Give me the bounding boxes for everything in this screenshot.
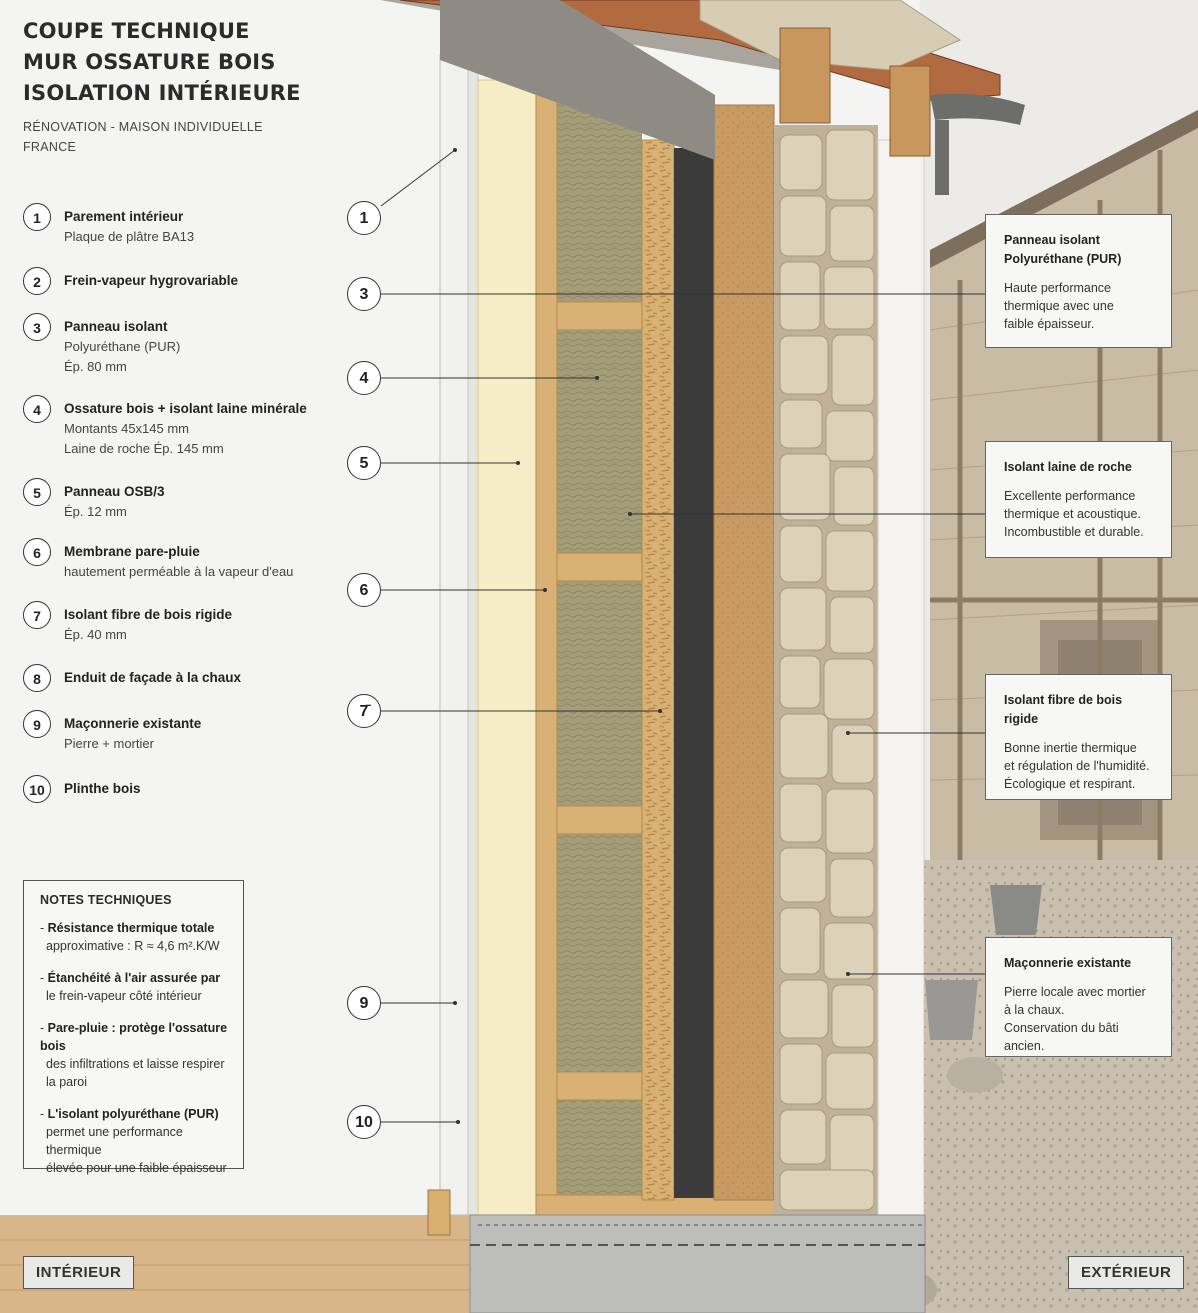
roof bbox=[380, 0, 1025, 195]
info-line: Excellente performance bbox=[1004, 489, 1136, 503]
layer-wood-fibre bbox=[713, 104, 775, 1201]
interior-tag: INTÉRIEUR bbox=[23, 1256, 135, 1289]
stone-blocks bbox=[779, 129, 875, 1211]
layer-pur-panel bbox=[477, 79, 537, 1216]
legend-detail: Plaque de plâtre BA13 bbox=[64, 229, 195, 244]
title-line-2: MUR OSSATURE BOIS bbox=[23, 50, 276, 74]
note-text: des infiltrations et laisse respirer bbox=[46, 1057, 225, 1071]
info-title: Panneau isolant bbox=[1004, 233, 1100, 247]
info-line: et régulation de l'humidité. bbox=[1004, 759, 1150, 773]
info-line: Haute performance bbox=[1004, 281, 1112, 295]
legend-detail: Polyuréthane (PUR) bbox=[64, 339, 181, 354]
note-item: - Résistance thermique totale approximat… bbox=[40, 919, 233, 955]
title-line-3: ISOLATION INTÉRIEURE bbox=[23, 81, 301, 105]
info-line: Pierre locale avec mortier bbox=[1004, 985, 1146, 999]
info-line: à la chaux. bbox=[1004, 1003, 1065, 1017]
info-line: Bonne inertie thermique bbox=[1004, 741, 1137, 755]
note-lead: Pare-pluie : protège l'ossature bois bbox=[40, 1021, 228, 1053]
foundation-slab bbox=[469, 1214, 926, 1313]
legend-number: 3 bbox=[23, 313, 51, 341]
legend-title: Enduit de façade à la chaux bbox=[64, 670, 242, 685]
layer-lime-render bbox=[877, 139, 925, 1216]
legend-number: 6 bbox=[23, 538, 51, 566]
callout-4: 4 bbox=[347, 361, 381, 395]
callout-10: 10 bbox=[347, 1105, 381, 1139]
exterior-tag: EXTÉRIEUR bbox=[1068, 1256, 1185, 1289]
info-line: faible épaisseur. bbox=[1004, 317, 1095, 331]
callout-9: 9 bbox=[347, 986, 381, 1020]
note-text: permet une performance thermique bbox=[46, 1125, 183, 1157]
timber-noggings bbox=[535, 301, 777, 1216]
title-block: COUPE TECHNIQUE MUR OSSATURE BOIS ISOLAT… bbox=[23, 16, 301, 157]
info-box-rockwool: Isolant laine de roche Excellente perfor… bbox=[985, 441, 1172, 558]
info-line: thermique avec une bbox=[1004, 299, 1114, 313]
note-lead: Étanchéité à l'air assurée par bbox=[47, 971, 221, 985]
note-text: élevée pour une faible épaisseur bbox=[46, 1161, 227, 1175]
note-text: approximative : R ≈ 4,6 m².K/W bbox=[46, 939, 220, 953]
technical-notes-box: NOTES TECHNIQUES - Résistance thermique … bbox=[23, 880, 244, 1175]
layer-membrane bbox=[674, 148, 714, 1198]
title-line-1: COUPE TECHNIQUE bbox=[23, 19, 250, 43]
legend-detail: Montants 45x145 mm bbox=[64, 421, 190, 436]
legend-number: 4 bbox=[23, 395, 51, 423]
legend-title: Frein-vapeur hygrovariable bbox=[64, 273, 239, 288]
info-box-pur: Panneau isolant Polyuréthane (PUR) Haute… bbox=[985, 214, 1172, 348]
info-line: thermique et acoustique. bbox=[1004, 507, 1141, 521]
legend-detail: Ép. 40 mm bbox=[64, 627, 127, 642]
legend-number: 7 bbox=[23, 601, 51, 629]
legend-title: Membrane pare-pluie bbox=[64, 544, 200, 559]
info-title: Polyuréthane (PUR) bbox=[1004, 252, 1122, 266]
note-text: la paroi bbox=[46, 1075, 87, 1089]
note-text: le frein-vapeur côté intérieur bbox=[46, 989, 202, 1003]
legend-detail: hautement perméable à la vapeur d'eau bbox=[64, 564, 294, 579]
info-line: Écologique et respirant. bbox=[1004, 777, 1136, 791]
legend-detail: Pierre + mortier bbox=[64, 736, 154, 751]
info-box-wood-fibre: Isolant fibre de bois rigide Bonne inert… bbox=[985, 674, 1172, 800]
notes-heading: NOTES TECHNIQUES bbox=[40, 893, 172, 907]
legend-title: Panneau isolant bbox=[64, 319, 168, 334]
callout-5: 5 bbox=[347, 446, 381, 480]
legend-title: Ossature bois + isolant laine minérale bbox=[64, 401, 307, 416]
legend-number: 9 bbox=[23, 710, 51, 738]
note-item: - Étanchéité à l'air assurée par le frei… bbox=[40, 969, 233, 1005]
legend-number: 8 bbox=[23, 664, 51, 692]
legend-number: 5 bbox=[23, 478, 51, 506]
timber-stud-left bbox=[535, 89, 558, 1211]
leader-lines bbox=[380, 149, 985, 1123]
callout-3: 3 bbox=[347, 277, 381, 311]
layer-rockwool bbox=[557, 100, 642, 1200]
legend-number: 1 bbox=[23, 203, 51, 231]
note-lead: L'isolant polyuréthane (PUR) bbox=[47, 1107, 219, 1121]
note-item: - L'isolant polyuréthane (PUR) permet un… bbox=[40, 1105, 233, 1177]
layer-vapour-barrier bbox=[467, 69, 479, 1216]
legend-detail: Ép. 12 mm bbox=[64, 504, 127, 519]
legend-title: Isolant fibre de bois rigide bbox=[64, 607, 233, 622]
legend-number: 10 bbox=[23, 775, 51, 803]
info-line: Conservation du bâti ancien. bbox=[1004, 1021, 1119, 1053]
info-line: Incombustible et durable. bbox=[1004, 525, 1144, 539]
info-title: Isolant fibre de bois rigide bbox=[1004, 693, 1123, 726]
info-box-masonry: Maçonnerie existante Pierre locale avec … bbox=[985, 937, 1172, 1057]
info-title: Maçonnerie existante bbox=[1004, 956, 1132, 970]
layer-osb bbox=[641, 139, 675, 1201]
legend-title: Plinthe bois bbox=[64, 781, 141, 796]
info-title: Isolant laine de roche bbox=[1004, 460, 1132, 474]
legend-detail: Ép. 80 mm bbox=[64, 359, 127, 374]
legend-title: Parement intérieur bbox=[64, 209, 184, 224]
callout-7: 7̄ bbox=[347, 694, 381, 728]
legend-title: Maçonnerie existante bbox=[64, 716, 202, 731]
callout-1: 1 bbox=[347, 201, 381, 235]
legend-number: 2 bbox=[23, 267, 51, 295]
callout-6: 6 bbox=[347, 573, 381, 607]
note-lead: Résistance thermique totale bbox=[47, 921, 215, 935]
subtitle-line-2: FRANCE bbox=[23, 140, 77, 154]
legend-title: Panneau OSB/3 bbox=[64, 484, 165, 499]
subtitle-line-1: RÉNOVATION - MAISON INDIVIDUELLE bbox=[23, 120, 263, 134]
skirting-board bbox=[427, 1189, 451, 1236]
note-item: - Pare-pluie : protège l'ossature bois d… bbox=[40, 1019, 233, 1091]
layer-plasterboard bbox=[439, 54, 469, 1216]
legend-detail: Laine de roche Ép. 145 mm bbox=[64, 441, 224, 456]
